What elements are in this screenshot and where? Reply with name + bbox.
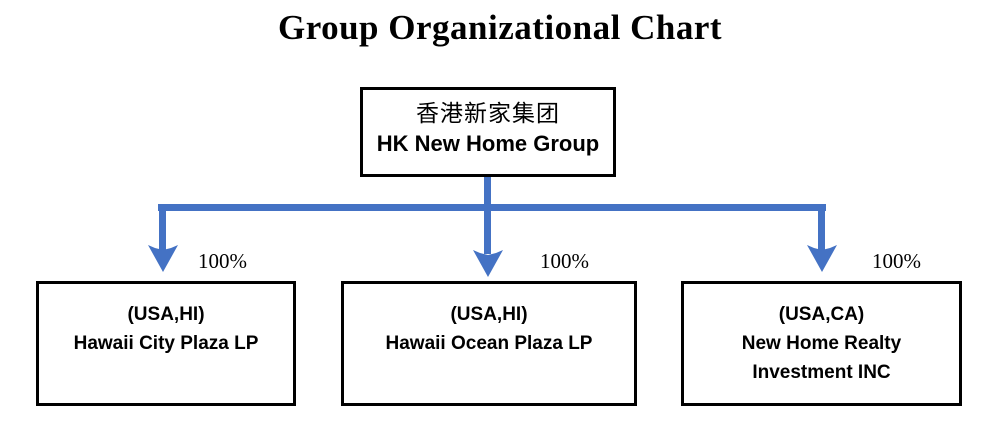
connector-drop-center [484, 204, 491, 254]
org-node-name-2-line2: Investment INC [752, 362, 891, 383]
edge-label-ownership-1: 100% [540, 249, 589, 273]
org-node-root-name-en: HK New Home Group [376, 131, 600, 156]
org-node-name-1: Hawaii Ocean Plaza LP [385, 333, 593, 354]
org-node-location-0: (USA,HI) [127, 304, 205, 325]
edge-label-ownership-0: 100% [198, 249, 247, 273]
arrowhead-left [148, 245, 178, 272]
org-node-name-2: New Home Realty [741, 333, 902, 354]
org-node-name-0: Hawaii City Plaza LP [73, 333, 259, 354]
org-node-hawaii-ocean-plaza[interactable]: (USA,HI) Hawaii Ocean Plaza LP [341, 281, 637, 406]
arrowhead-center [473, 250, 503, 277]
org-node-location-1: (USA,HI) [450, 304, 528, 325]
org-node-root[interactable]: 香港新家集团 HK New Home Group [360, 87, 616, 177]
org-node-location-2: (USA,CA) [778, 304, 865, 325]
connector-horizontal-bar [158, 204, 826, 211]
org-node-new-home-realty[interactable]: (USA,CA) New Home Realty Investment INC [681, 281, 962, 406]
org-node-hawaii-city-plaza[interactable]: (USA,HI) Hawaii City Plaza LP [36, 281, 296, 406]
page-title: Group Organizational Chart [277, 8, 723, 47]
org-node-root-name-cn: 香港新家集团 [416, 101, 560, 127]
connector-stem-root [484, 177, 491, 211]
arrowhead-right [807, 245, 837, 272]
connector-drop-right [818, 204, 825, 254]
connector-drop-left [159, 204, 166, 254]
edge-label-ownership-2: 100% [872, 249, 921, 273]
